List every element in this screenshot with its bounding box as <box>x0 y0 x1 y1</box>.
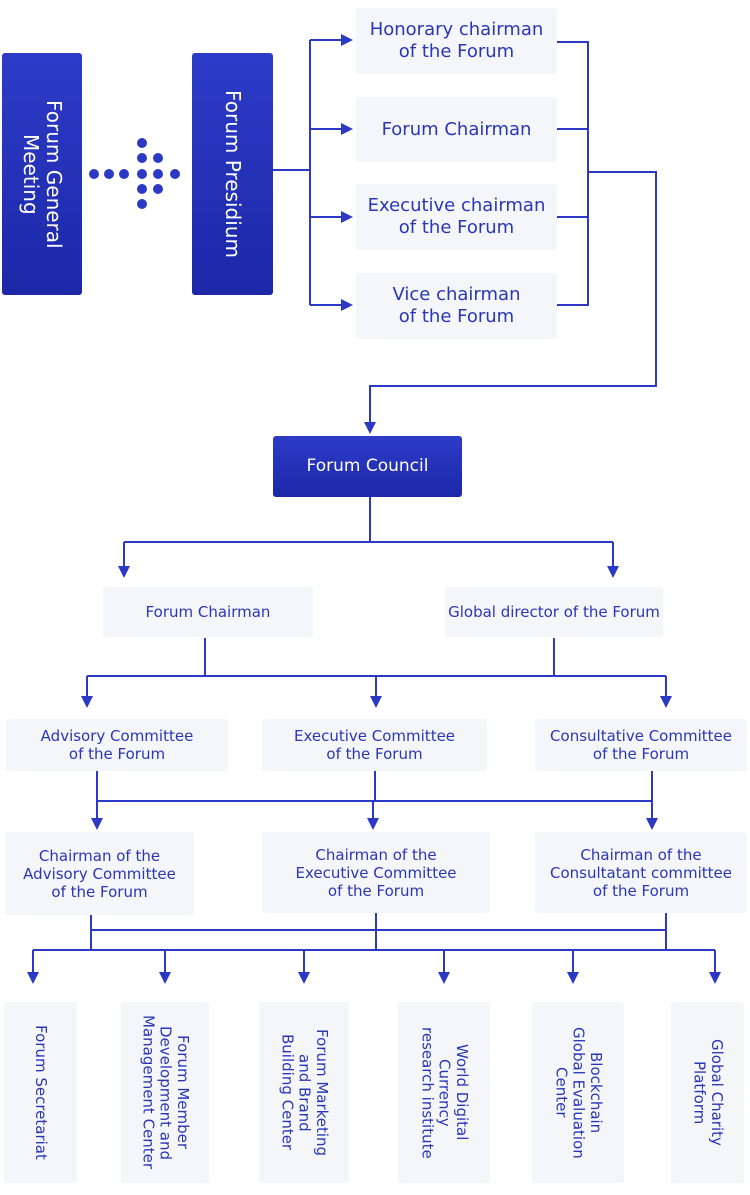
role-honorary-chairman: Honorary chairman of the Forum <box>356 8 557 74</box>
dept-label: Global Charity Platform <box>690 1039 726 1146</box>
role-forum-chairman: Forum Chairman <box>356 97 557 162</box>
dept-label: Forum Marketing and Brand Building Cente… <box>278 1028 331 1157</box>
chair-advisory-committee: Chairman of the Advisory Committee of th… <box>5 832 194 915</box>
committee-label: Executive Committee of the Forum <box>293 727 456 763</box>
role-vice-chairman: Vice chairman of the Forum <box>356 273 557 339</box>
forum-general-meeting-label: Forum General Meeting <box>19 99 66 249</box>
chair-label: Chairman of the Executive Committee of t… <box>295 845 457 900</box>
forum-presidium-label: Forum Presidium <box>221 90 245 258</box>
dept-forum-secretariat: Forum Secretariat <box>4 1002 77 1183</box>
dotted-arrow-icon <box>89 138 180 209</box>
role-label: Vice chairman of the Forum <box>392 284 521 327</box>
dept-digital-currency-institute: World Digital Currency research institut… <box>398 1002 490 1183</box>
committee-label: Consultative Committee of the Forum <box>550 727 732 763</box>
committee-advisory: Advisory Committee of the Forum <box>6 719 228 771</box>
dept-label: Forum Secretariat <box>32 1025 51 1160</box>
dept-label: Forum Member Development and Management … <box>139 1015 192 1170</box>
forum-council-box: Forum Council <box>273 436 462 497</box>
level2-label: Forum Chairman <box>145 603 271 621</box>
chair-label: Chairman of the Advisory Committee of th… <box>23 846 176 901</box>
forum-general-meeting-box: Forum General Meeting <box>2 53 82 295</box>
dept-blockchain-evaluation: Blockchain Global Evaluation Center <box>532 1002 624 1183</box>
forum-presidium-box: Forum Presidium <box>192 53 273 295</box>
forum-council-label: Forum Council <box>306 456 429 477</box>
committee-label: Advisory Committee of the Forum <box>40 727 194 763</box>
dept-label: Blockchain Global Evaluation Center <box>552 1026 605 1159</box>
chair-consultative-committee: Chairman of the Consultatant committee o… <box>535 832 747 913</box>
dept-global-charity: Global Charity Platform <box>671 1002 744 1183</box>
committee-consultative: Consultative Committee of the Forum <box>535 719 747 771</box>
level2-label: Global director of the Forum <box>448 603 660 621</box>
dept-label: World Digital Currency research institut… <box>418 1026 471 1159</box>
committee-executive: Executive Committee of the Forum <box>262 719 487 771</box>
role-label: Forum Chairman <box>381 118 532 140</box>
role-label: Executive chairman of the Forum <box>367 195 546 238</box>
dept-marketing-brand: Forum Marketing and Brand Building Cente… <box>259 1002 349 1183</box>
level2-forum-chairman: Forum Chairman <box>103 587 313 637</box>
role-executive-chairman: Executive chairman of the Forum <box>356 184 557 250</box>
chair-label: Chairman of the Consultatant committee o… <box>550 845 732 900</box>
chair-executive-committee: Chairman of the Executive Committee of t… <box>262 832 490 913</box>
level2-global-director: Global director of the Forum <box>445 587 663 637</box>
role-label: Honorary chairman of the Forum <box>369 19 544 62</box>
dept-member-development: Forum Member Development and Management … <box>121 1002 209 1183</box>
